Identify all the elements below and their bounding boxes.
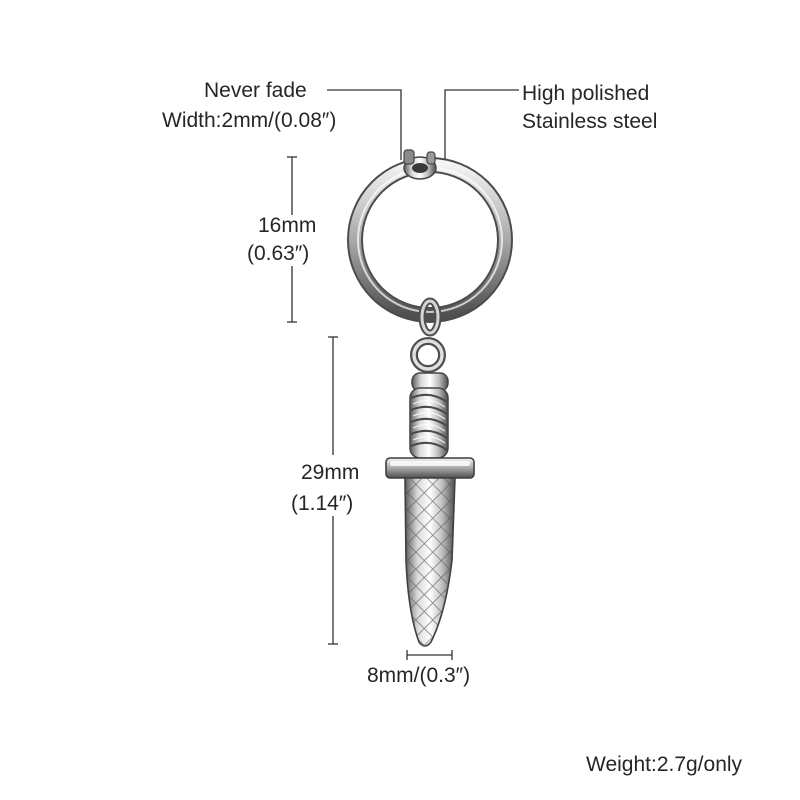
high-polished-label: High polished	[522, 82, 650, 105]
width-dimension-line	[406, 650, 453, 660]
dagger-crossguard	[385, 457, 475, 479]
dagger-dimension-line	[328, 336, 338, 645]
dagger-size-in: (1.14″)	[291, 492, 354, 515]
width-dimension-label: 8mm/(0.3″)	[367, 664, 471, 687]
dagger-size-mm: 29mm	[301, 461, 360, 484]
hoop-dimension-line	[287, 156, 297, 323]
stainless-steel-label: Stainless steel	[522, 110, 658, 133]
jump-rings	[410, 297, 446, 373]
never-fade-label: Never fade	[204, 79, 307, 102]
weight-label: Weight:2.7g/only	[586, 753, 743, 776]
callout-lines	[327, 89, 519, 160]
width-spec-label: Width:2mm/(0.08″)	[162, 109, 337, 132]
dagger-handle	[409, 372, 449, 459]
hoop-size-mm: 16mm	[258, 214, 317, 237]
dagger-blade	[404, 477, 456, 647]
hoop-ring	[347, 149, 513, 323]
hoop-size-in: (0.63″)	[247, 242, 310, 265]
